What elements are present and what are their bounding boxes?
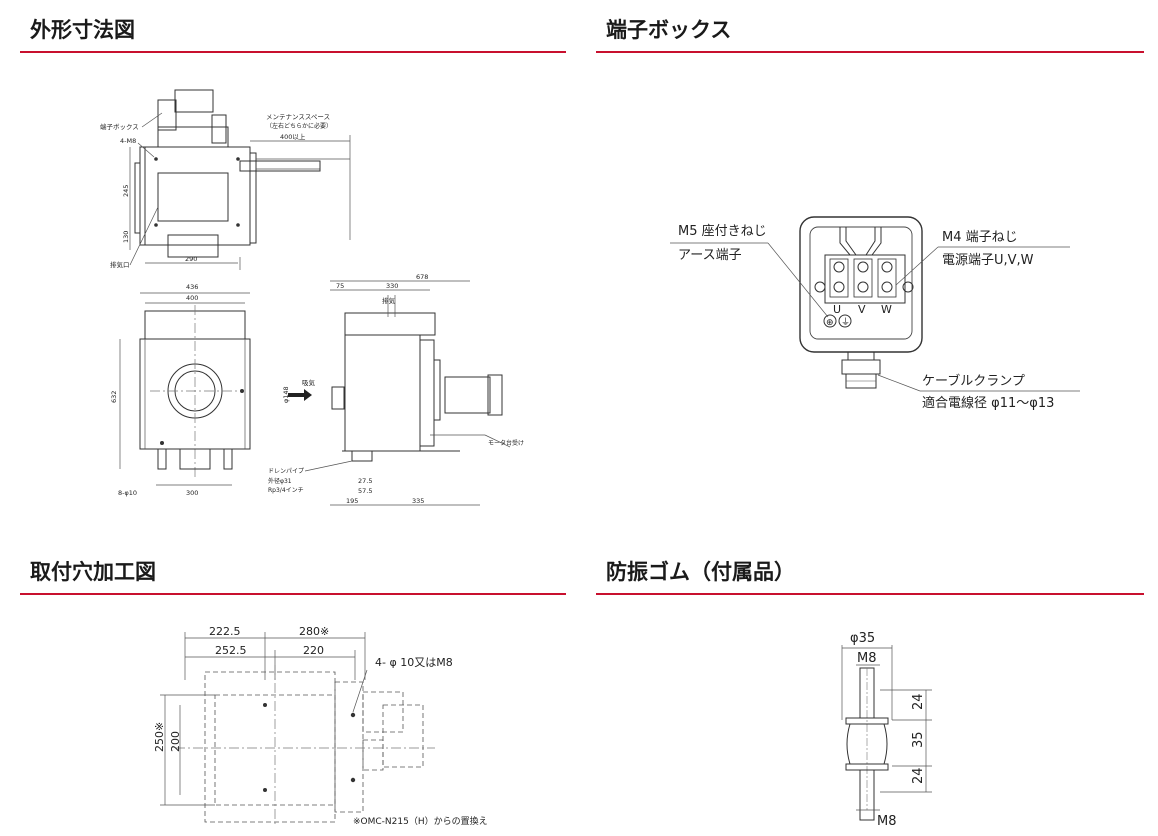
intake-arrow-icon bbox=[288, 389, 312, 401]
earth-symbol-icon: ⏚ bbox=[841, 317, 850, 328]
label-d678: 678 bbox=[416, 273, 428, 281]
label-m5-screw: M5 座付きねじ bbox=[678, 224, 767, 239]
label-d75: 75 bbox=[336, 282, 344, 290]
terminal-w: W bbox=[881, 303, 892, 316]
label-wire-diameter: 適合電線径 φ11〜φ13 bbox=[922, 395, 1054, 411]
label-d330: 330 bbox=[386, 282, 398, 290]
section-title-dimensions: 外形寸法図 bbox=[30, 18, 135, 42]
label-bolts: 4-M8 bbox=[120, 137, 136, 145]
label-exhaust: 排気 bbox=[382, 296, 396, 305]
mounting-hole-svg: 222.5 280※ 252.5 220 250※ 200 4- φ 10又はM… bbox=[153, 625, 488, 827]
label-maintenance-space: メンテナンススペース bbox=[266, 113, 330, 121]
label-power-terminal: 電源端子U,V,W bbox=[942, 253, 1034, 268]
label-drain-rp: Rp3/4インチ bbox=[268, 487, 304, 494]
front-view bbox=[119, 292, 251, 486]
terminal-u: U bbox=[833, 303, 841, 316]
section-rule-rubber bbox=[596, 593, 1144, 595]
dimension-drawing-svg: 端子ボックス 4-M8 メンテナンススペース （左右どちらかに必要） 400以上… bbox=[100, 89, 524, 506]
label-maintenance-note: （左右どちらかに必要） bbox=[266, 122, 332, 130]
section-rule-mounting-holes bbox=[20, 593, 566, 595]
label-d632: 632 bbox=[110, 391, 118, 403]
label-d436: 436 bbox=[186, 283, 198, 291]
label-d24-top: 24 bbox=[911, 693, 926, 710]
label-m8-bottom: M8 bbox=[877, 814, 897, 829]
section-rule-dimensions bbox=[20, 51, 566, 53]
earth-screw-icon: ⊕ bbox=[826, 318, 834, 328]
label-drain-od: 外径φ31 bbox=[268, 477, 292, 485]
label-d300: 300 bbox=[186, 489, 198, 497]
section-title-terminal-box: 端子ボックス bbox=[606, 18, 732, 42]
rubber-mount-svg: φ35 M8 M8 24 35 24 bbox=[841, 631, 932, 829]
label-d195: 195 bbox=[346, 497, 358, 505]
label-d280: 280※ bbox=[299, 625, 329, 638]
label-motor-mount: モータ台受け bbox=[488, 439, 524, 447]
side-view bbox=[330, 280, 511, 506]
label-d27-5: 27.5 bbox=[358, 477, 372, 485]
label-d8phi10: 8-φ10 bbox=[118, 489, 137, 497]
label-replacement-note: ※OMC-N215（H）からの置換え bbox=[353, 815, 488, 827]
section-title-mounting-holes: 取付穴加工図 bbox=[30, 560, 156, 584]
mounting-hole-drawing: 222.5 280※ 252.5 220 250※ 200 4- φ 10又はM… bbox=[135, 620, 515, 832]
section-title-rubber: 防振ゴム（付属品） bbox=[606, 560, 795, 584]
label-d200: 200 bbox=[169, 731, 182, 752]
dimension-drawing: 端子ボックス 4-M8 メンテナンススペース （左右どちらかに必要） 400以上… bbox=[90, 85, 560, 515]
label-d335: 335 bbox=[412, 497, 424, 505]
label-d250: 250※ bbox=[153, 722, 166, 752]
label-exhaust-port: 排気口 bbox=[110, 260, 130, 269]
label-holes: 4- φ 10又はM8 bbox=[375, 656, 453, 669]
terminal-box-svg: ⊕ ⏚ U V W M5 座付きねじ アース端子 M4 端子ねじ 電源端子U,V… bbox=[670, 216, 1080, 411]
label-d130: 130 bbox=[122, 231, 130, 243]
label-d35: 35 bbox=[911, 731, 926, 748]
label-earth-terminal: アース端子 bbox=[678, 248, 742, 263]
label-d290: 290 bbox=[185, 255, 197, 263]
label-d24-bottom: 24 bbox=[911, 767, 926, 784]
label-cable-clamp: ケーブルクランプ bbox=[922, 373, 1025, 389]
top-view bbox=[129, 89, 351, 270]
label-d222-5: 222.5 bbox=[209, 625, 241, 638]
label-d245: 245 bbox=[122, 185, 130, 197]
label-terminal-box: 端子ボックス bbox=[100, 122, 139, 131]
label-phi35: φ35 bbox=[850, 631, 875, 646]
terminal-v: V bbox=[858, 303, 866, 316]
label-d220: 220 bbox=[303, 644, 324, 657]
section-rule-terminal-box bbox=[596, 51, 1144, 53]
label-phi148: φ148 bbox=[282, 386, 290, 403]
label-drain-pipe: ドレンパイプ bbox=[268, 468, 304, 475]
label-d252-5: 252.5 bbox=[215, 644, 247, 657]
label-m8-top: M8 bbox=[857, 651, 877, 666]
label-m4-screw: M4 端子ねじ bbox=[942, 230, 1018, 245]
terminal-box-drawing: ⊕ ⏚ U V W M5 座付きねじ アース端子 M4 端子ねじ 電源端子U,V… bbox=[670, 205, 1100, 420]
label-intake: 吸気 bbox=[302, 378, 316, 387]
label-d57-5: 57.5 bbox=[358, 487, 372, 495]
label-maintenance-400: 400以上 bbox=[280, 132, 306, 141]
rubber-mount-drawing: φ35 M8 M8 24 35 24 bbox=[820, 620, 960, 832]
label-d400: 400 bbox=[186, 294, 198, 302]
